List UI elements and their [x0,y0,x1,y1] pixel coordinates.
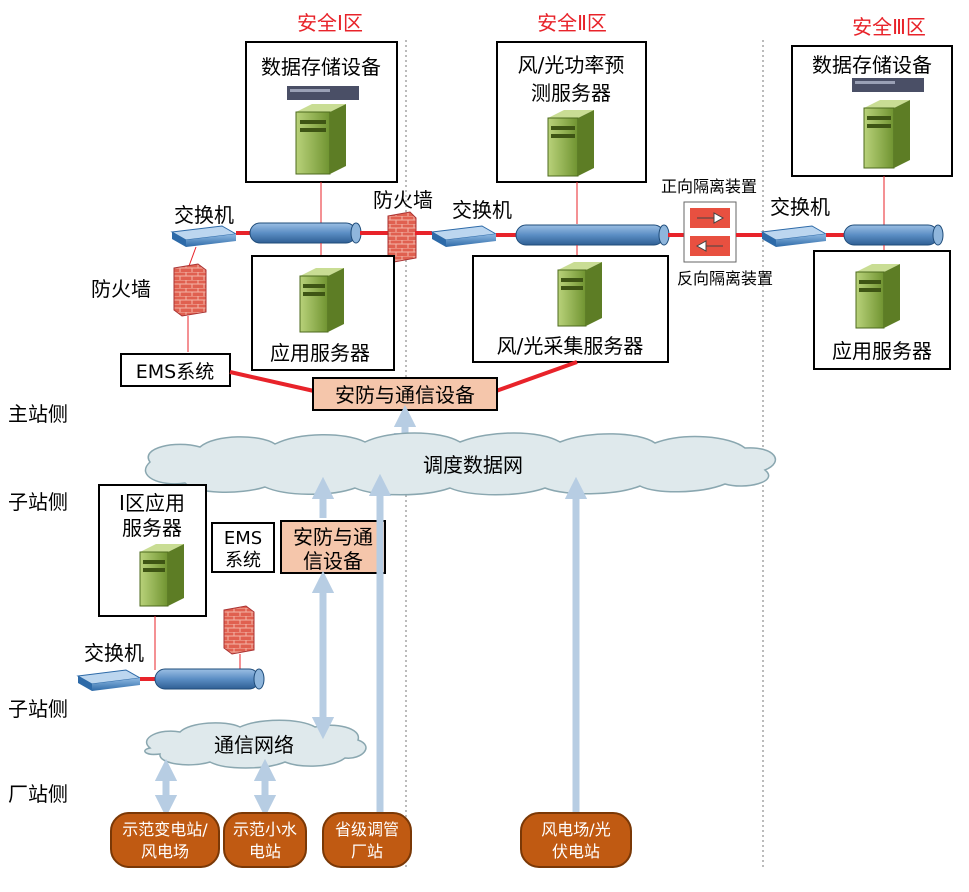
server-icon [863,100,910,169]
zone1-app-server-label: 应用服务器 [270,341,370,365]
forecast-line2: 测服务器 [531,81,611,105]
security-comm-label: 安防与通信设备 [335,383,475,407]
sub-ems-line2: 系统 [225,550,261,571]
switch1-label: 交换机 [174,203,234,227]
zone3-title: 安全Ⅲ区 [852,15,926,39]
plant-1-line1: 示范变电站/ [122,820,208,839]
sub-bus [154,668,265,690]
server-icon [557,262,602,327]
ems-box [120,353,231,387]
storage-device-icon [852,78,924,92]
substation-side-label-1: 子站侧 [8,490,68,514]
plant-4-line2: 伏电站 [552,842,600,861]
plant-3-line2: 厂站 [351,842,383,861]
switch3-icon [760,225,828,247]
forecast-line1: 风/光功率预 [518,53,625,77]
server-icon [139,544,184,607]
plant-box-2 [223,812,307,868]
zone1-bus [249,222,362,244]
reverse-arrow-icon [695,240,723,252]
comm-network-cloud [144,719,367,769]
plant-box-3 [322,812,412,868]
forward-isolation-label: 正向隔离装置 [661,177,757,196]
plant-1-line2: 风电场 [141,842,189,861]
plant-side-label: 厂站侧 [8,782,68,806]
firewall-mid-icon [387,211,417,263]
security-comm-device [312,377,498,411]
server-icon [855,264,900,329]
zone3-bus [843,224,944,246]
server-icon [295,104,346,175]
plant-3-line1: 省级调管 [335,820,399,839]
plant-box-1 [110,812,220,868]
forward-arrow-icon [697,212,725,224]
reverse-isolation-label: 反向隔离装置 [677,269,773,288]
collect-server-label: 风/光采集服务器 [497,334,644,358]
isolation-device [683,201,737,263]
plant-box-4 [520,812,632,868]
zone1-title: 安全Ⅰ区 [297,11,363,35]
firewall-mid-label: 防火墙 [373,188,433,212]
switch2-icon [430,225,498,247]
sub-ems-box [211,522,275,573]
dispatch-network-label: 调度数据网 [423,453,523,477]
server-icon [299,268,344,333]
sub-security-line1: 安防与通 [293,525,373,549]
comm-network-label: 通信网络 [214,733,294,757]
sub-security-line2: 信设备 [303,549,363,573]
sub-ems-line1: EMS [224,528,262,549]
plant-2-line1: 示范小水 [233,820,297,839]
sub-firewall-icon [223,605,255,655]
switch2-label: 交换机 [452,198,512,222]
switch1-icon [170,225,238,247]
sub-app-server-line1: Ⅰ区应用 [119,491,185,515]
firewall-left-icon [173,263,207,317]
sub-switch-label: 交换机 [84,641,144,665]
zone1-storage-label: 数据存储设备 [261,55,381,79]
master-side-label: 主站侧 [8,402,68,426]
zone3-storage-label: 数据存储设备 [812,53,932,77]
server-icon [547,110,594,177]
zone2-title: 安全Ⅱ区 [537,11,607,35]
switch3-label: 交换机 [770,195,830,219]
sub-app-server-line2: 服务器 [122,516,182,540]
storage-device-icon [287,86,359,100]
zone2-bus [515,224,670,246]
firewall-left-label: 防火墙 [91,277,151,301]
substation-side-label-2: 子站侧 [8,697,68,721]
dispatch-network-cloud [144,432,777,496]
sub-switch-icon [76,669,142,691]
ems-label: EMS系统 [136,361,214,383]
plant-2-line2: 电站 [249,842,281,861]
plant-4-line1: 风电场/光 [541,820,610,839]
zone3-app-server-label: 应用服务器 [832,339,932,363]
